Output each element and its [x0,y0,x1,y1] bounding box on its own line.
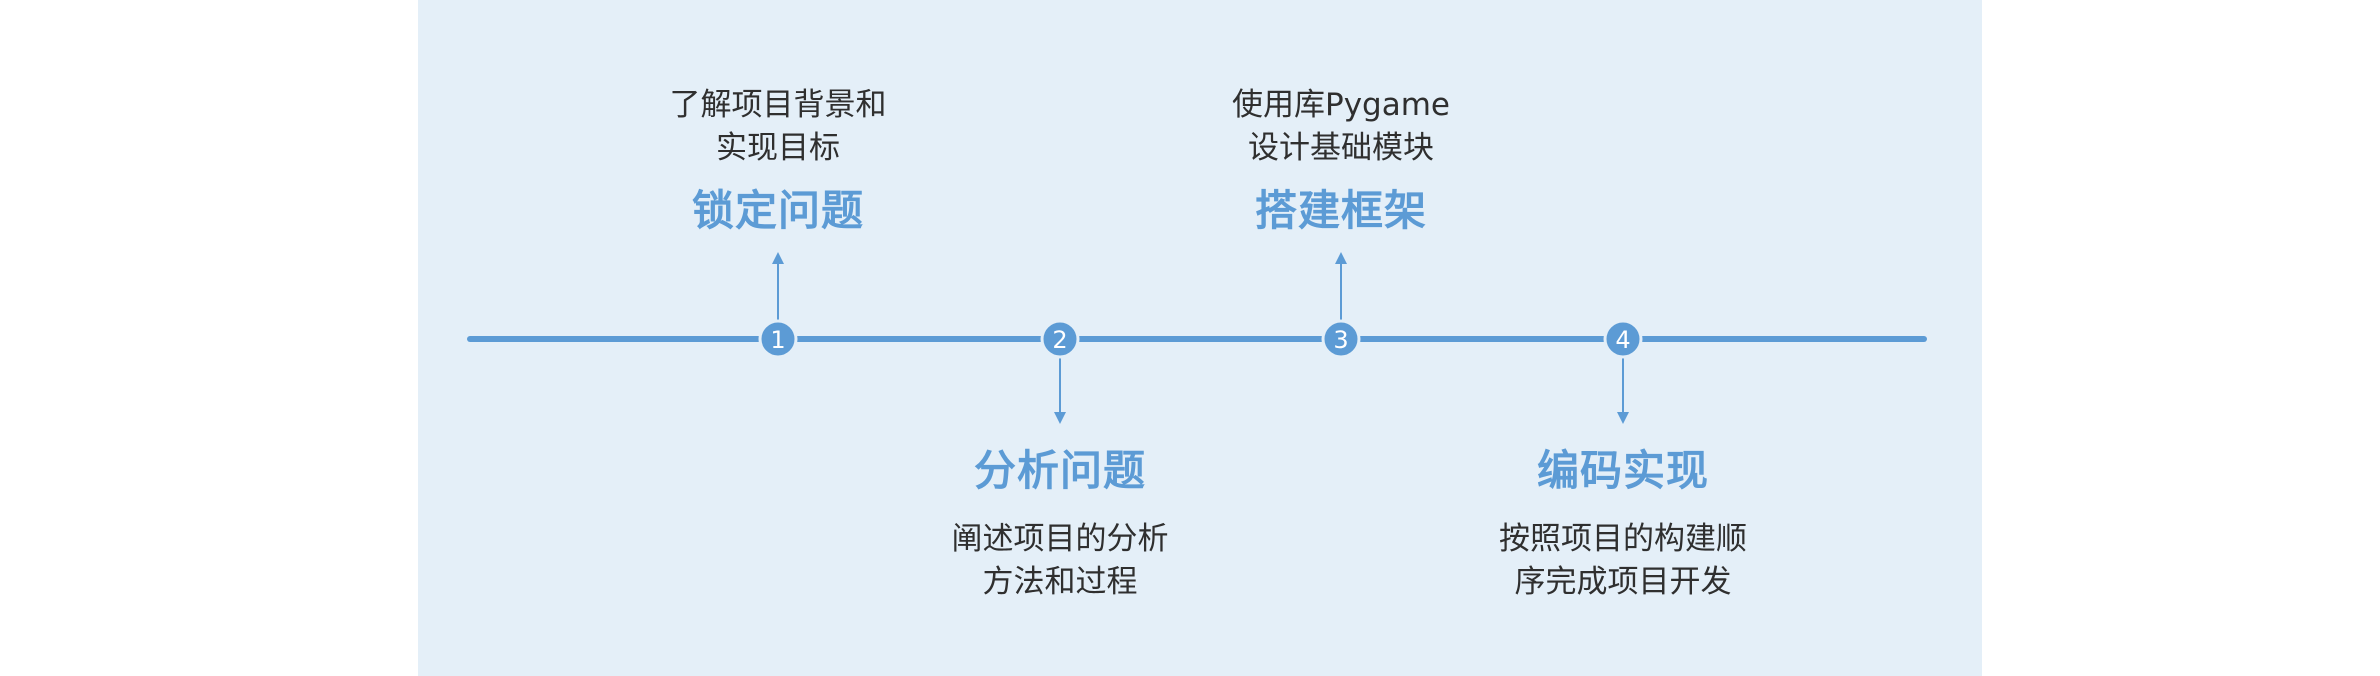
step-1-title: 锁定问题 [691,186,864,235]
step-3-description: 使用库Pygame 设计基础模块 [1176,84,1506,170]
step-1-number: 1 [770,326,785,354]
step-3-title: 搭建框架 [1254,186,1427,235]
step-4-number: 4 [1615,326,1630,354]
step-2-number: 2 [1052,326,1067,354]
step-1-description-line-1: 了解项目背景和 [669,87,887,123]
step-1-marker: 1 [758,319,798,359]
step-4-marker: 4 [1603,319,1643,359]
step-2-description: 阐述项目的分析 方法和过程 [895,518,1225,604]
step-1-description-line-2: 实现目标 [716,130,840,166]
step-3-description-line-2: 设计基础模块 [1248,130,1434,166]
step-3-marker: 3 [1321,319,1361,359]
step-3-number: 3 [1333,326,1348,354]
step-4-description-line-2: 序完成项目开发 [1514,564,1732,600]
step-4-description: 按照项目的构建顺 序完成项目开发 [1458,518,1788,604]
step-2-description-line-1: 阐述项目的分析 [951,521,1169,557]
step-2-marker: 2 [1040,319,1080,359]
step-4-title: 编码实现 [1536,446,1709,495]
step-4-description-line-1: 按照项目的构建顺 [1499,521,1747,557]
step-2-description-line-2: 方法和过程 [982,564,1138,600]
step-3-description-line-1: 使用库Pygame [1232,87,1450,123]
step-2-title: 分析问题 [973,446,1146,495]
step-1-description: 了解项目背景和 实现目标 [613,84,943,170]
